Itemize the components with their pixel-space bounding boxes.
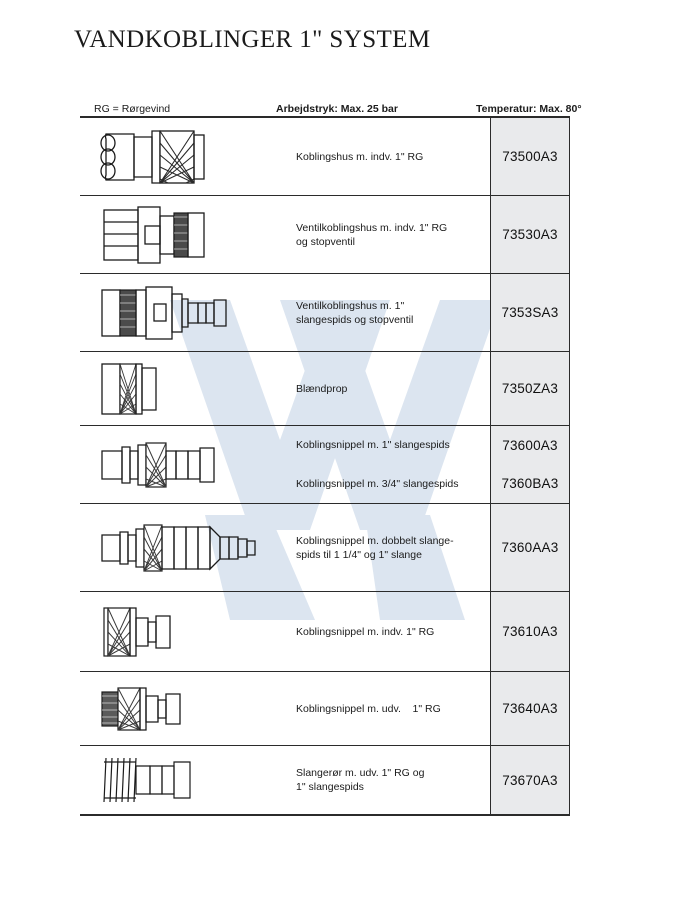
description-line: Koblingsnippel m. 3/4" slangespids <box>296 477 459 490</box>
table-row[interactable]: Koblingsnippel m. dobbelt slange- spids … <box>80 504 570 592</box>
product-code-cell: 73500A3 <box>490 118 570 195</box>
product-code: 73610A3 <box>502 624 558 639</box>
product-drawing-cell <box>80 426 280 503</box>
product-code: 73500A3 <box>502 149 558 164</box>
page-title: VANDKOBLINGER 1" SYSTEM <box>74 26 431 53</box>
product-code: 7350ZA3 <box>501 381 559 396</box>
product-code: 7360BA3 <box>501 476 559 492</box>
product-code-cell: 73530A3 <box>490 196 570 273</box>
product-code: 73600A3 <box>502 437 558 453</box>
product-drawing-cell <box>80 504 280 591</box>
table-row[interactable]: Blændprop 7350ZA3 <box>80 352 570 426</box>
coupling-housing-female-thread-icon <box>100 129 205 184</box>
product-code-subrow: 73600A3 <box>491 426 569 465</box>
product-code-cell: 73670A3 <box>490 746 570 814</box>
product-code: 73530A3 <box>502 227 558 242</box>
header-legend: RG = Rørgevind <box>90 103 175 115</box>
product-drawing-cell <box>80 196 280 273</box>
coupling-nipple-male-thread-icon <box>101 686 181 731</box>
product-code-cell: 73600A3 7360BA3 <box>490 426 570 503</box>
description-line: og stopventil <box>296 235 355 248</box>
product-code: 73670A3 <box>502 772 558 788</box>
product-drawing-cell <box>80 274 280 351</box>
table-row[interactable]: Ventilkoblingshus m. indv. 1" RG og stop… <box>80 196 570 274</box>
product-drawing-cell <box>80 118 280 195</box>
table-row[interactable]: Koblingsnippel m. 1" slangespids Kobling… <box>80 426 570 504</box>
description-line: Ventilkoblingshus m. indv. 1" RG <box>296 221 448 234</box>
product-code-cell: 7350ZA3 <box>490 352 570 425</box>
product-description-cell: Blændprop <box>280 352 490 425</box>
description-line: Koblingsnippel m. udv. 1" RG <box>296 702 441 715</box>
description-line: Blændprop <box>296 382 348 395</box>
product-description-cell: Slangerør m. udv. 1" RG og 1" slangespid… <box>280 746 490 814</box>
product-code: 7360AA3 <box>501 540 559 555</box>
description-line: slangespids og stopventil <box>296 313 414 326</box>
product-drawing-cell <box>80 592 280 671</box>
product-code-cell: 7353SA3 <box>490 274 570 351</box>
description-line: Ventilkoblingshus m. 1" <box>296 299 405 312</box>
product-description-cell: Koblingsnippel m. 1" slangespids Kobling… <box>280 426 490 503</box>
valve-coupling-housing-hose-tail-icon <box>101 285 227 340</box>
coupling-nipple-hose-tail-icon <box>101 441 215 488</box>
coupling-nipple-female-thread-icon <box>103 606 171 657</box>
table-row[interactable]: Ventilkoblingshus m. 1" slangespids og s… <box>80 274 570 352</box>
product-code-cell: 7360AA3 <box>490 504 570 591</box>
blanking-plug-icon <box>101 362 157 415</box>
table-row[interactable]: Koblingsnippel m. indv. 1" RG 73610A3 <box>80 592 570 672</box>
table-header-strip: RG = Rørgevind Arbejdstryk: Max. 25 bar … <box>80 98 586 118</box>
description-subrow: Koblingsnippel m. 1" slangespids <box>296 426 490 465</box>
product-code: 7353SA3 <box>501 305 559 320</box>
description-line: Koblingshus m. indv. 1" RG <box>296 150 424 163</box>
valve-coupling-housing-female-thread-icon <box>103 205 205 264</box>
description-subrow: Koblingsnippel m. 3/4" slangespids <box>296 465 490 504</box>
product-description-cell: Ventilkoblingshus m. 1" slangespids og s… <box>280 274 490 351</box>
table-row[interactable]: Koblingsnippel m. udv. 1" RG 73640A3 <box>80 672 570 746</box>
product-drawing-cell <box>80 746 280 814</box>
table-row[interactable]: Koblingshus m. indv. 1" RG 73500A3 <box>80 118 570 196</box>
product-description-cell: Koblingsnippel m. dobbelt slange- spids … <box>280 504 490 591</box>
product-drawing-cell <box>80 352 280 425</box>
product-description-cell: Koblingsnippel m. indv. 1" RG <box>280 592 490 671</box>
product-code-subrow: 7360BA3 <box>491 465 569 504</box>
coupling-nipple-double-hose-tail-icon <box>101 523 256 572</box>
description-line: Koblingsnippel m. indv. 1" RG <box>296 625 435 638</box>
description-line: 1" slangespids <box>296 781 364 793</box>
header-rule <box>80 116 570 118</box>
header-pressure: Arbejdstryk: Max. 25 bar <box>272 103 402 115</box>
hose-pipe-male-thread-hose-tail-icon <box>103 757 191 803</box>
product-description-cell: Koblingshus m. indv. 1" RG <box>280 118 490 195</box>
description-line: Slangerør m. udv. 1" RG og <box>296 767 425 779</box>
product-code: 73640A3 <box>502 701 558 716</box>
product-drawing-cell <box>80 672 280 745</box>
product-code-cell: 73610A3 <box>490 592 570 671</box>
product-code-cell: 73640A3 <box>490 672 570 745</box>
description-line: Koblingsnippel m. dobbelt slange- <box>296 534 454 547</box>
product-description-cell: Ventilkoblingshus m. indv. 1" RG og stop… <box>280 196 490 273</box>
table-row[interactable]: Slangerør m. udv. 1" RG og 1" slangespid… <box>80 746 570 816</box>
product-table: Koblingshus m. indv. 1" RG 73500A3 <box>80 118 570 818</box>
product-description-cell: Koblingsnippel m. udv. 1" RG <box>280 672 490 745</box>
description-line: spids til 1 1/4" og 1" slange <box>296 548 422 561</box>
header-temperature: Temperatur: Max. 80° <box>472 103 586 115</box>
description-line: Koblingsnippel m. 1" slangespids <box>296 439 450 452</box>
